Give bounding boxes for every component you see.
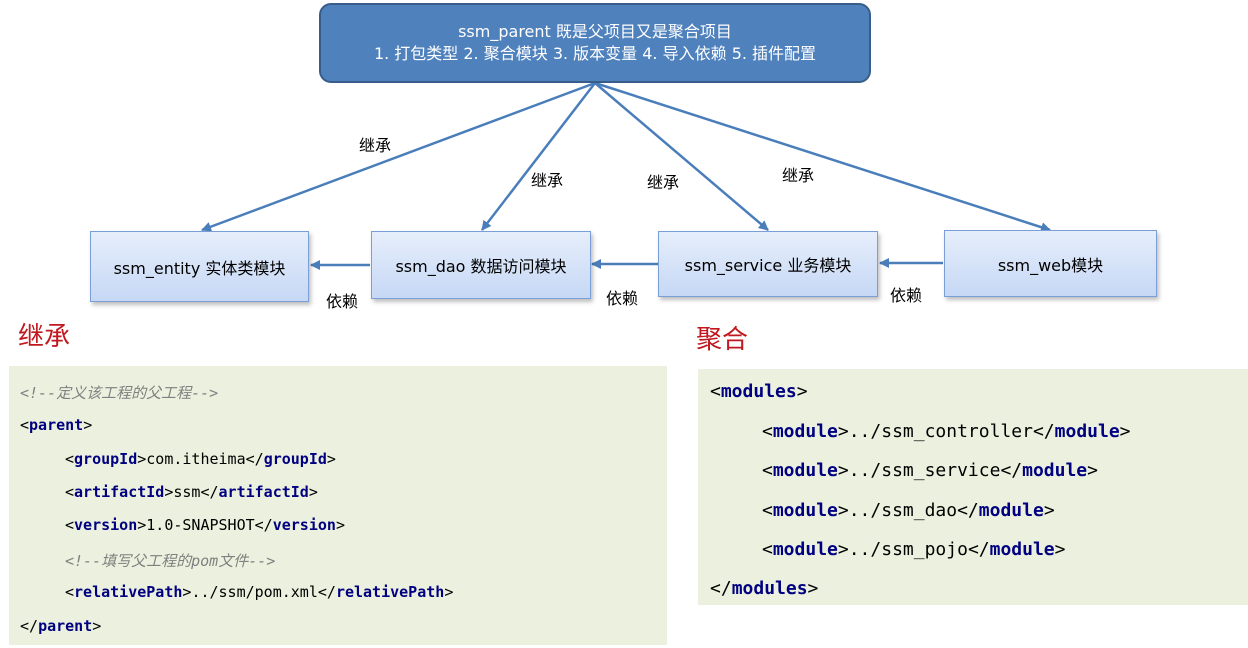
xml-tag: parent xyxy=(38,617,93,635)
xml-tag: groupId xyxy=(74,450,138,468)
xml-tag: parent xyxy=(29,416,84,434)
xml-value: 1.0-SNAPSHOT xyxy=(146,516,255,534)
xml-tag: module xyxy=(1022,460,1088,481)
aggregate-section-title: 聚合 xyxy=(696,325,749,355)
code-line-module: <module>../ssm_controller</module> xyxy=(762,421,1131,442)
xml-tag: modules xyxy=(731,578,808,599)
xml-tag: version xyxy=(74,516,138,534)
inherit-arrow-web xyxy=(594,81,1051,232)
module-box-service: ssm_service 业务模块 xyxy=(658,231,878,297)
xml-value: ../ssm_pojo xyxy=(848,539,968,560)
xml-tag: module xyxy=(772,421,838,442)
module-label-dao: ssm_dao 数据访问模块 xyxy=(395,257,567,276)
code-line-version: <version>1.0-SNAPSHOT</version> xyxy=(65,516,345,534)
code-line-groupid: <groupId>com.itheima</groupId> xyxy=(65,450,336,468)
xml-tag: artifactId xyxy=(74,483,165,501)
code-line-module: <module>../ssm_pojo</module> xyxy=(762,539,1066,560)
edge-label-inherit-entity: 继承 xyxy=(359,136,392,155)
edge-label-depend-dao-entity: 依赖 xyxy=(326,292,359,311)
xml-tag: module xyxy=(1054,421,1120,442)
xml-value: ../ssm_controller xyxy=(848,421,1033,442)
xml-tag: module xyxy=(772,460,838,481)
xml-value: ../ssm/pom.xml xyxy=(191,583,318,601)
xml-value: ../ssm_service xyxy=(848,460,1001,481)
xml-tag: relativePath xyxy=(74,583,183,601)
xml-value: com.itheima xyxy=(146,450,246,468)
code-line-modules-close: </modules> xyxy=(710,578,819,599)
inherit-code-panel: <!--定义该工程的父工程--> <parent> <groupId>com.i… xyxy=(9,366,667,645)
code-line-module: <module>../ssm_service</module> xyxy=(762,460,1098,481)
inherit-arrow-dao xyxy=(481,82,596,231)
inherit-section-title: 继承 xyxy=(18,322,71,352)
edge-label-depend-service-dao: 依赖 xyxy=(606,289,639,308)
module-box-web: ssm_web模块 xyxy=(944,230,1157,297)
xml-tag: version xyxy=(272,516,336,534)
code-line-module: <module>../ssm_dao</module> xyxy=(762,500,1055,521)
parent-project-title: ssm_parent 既是父项目又是聚合项目 xyxy=(458,22,732,41)
module-box-dao: ssm_dao 数据访问模块 xyxy=(371,231,591,299)
code-line-artifactid: <artifactId>ssm</artifactId> xyxy=(65,483,318,501)
parent-project-subtitle: 1. 打包类型 2. 聚合模块 3. 版本变量 4. 导入依赖 5. 插件配置 xyxy=(373,44,817,63)
xml-tag: module xyxy=(772,539,838,560)
parent-project-box: ssm_parent 既是父项目又是聚合项目 1. 打包类型 2. 聚合模块 3… xyxy=(319,3,871,83)
inherit-arrow-service xyxy=(594,82,769,231)
module-label-web: ssm_web模块 xyxy=(997,255,1104,275)
xml-value: ssm xyxy=(173,483,201,501)
code-comment-parent: <!--定义该工程的父工程--> xyxy=(20,384,219,402)
module-box-entity: ssm_entity 实体类模块 xyxy=(90,231,309,302)
xml-value: ../ssm_dao xyxy=(848,500,958,521)
code-line-modules-open: <modules> xyxy=(710,381,808,402)
xml-tag: groupId xyxy=(263,450,327,468)
edge-label-inherit-web: 继承 xyxy=(782,166,815,185)
xml-tag: module xyxy=(989,539,1055,560)
code-line-parent-close: </parent> xyxy=(20,617,102,635)
module-label-entity: ssm_entity 实体类模块 xyxy=(113,258,286,278)
edge-label-depend-web-service: 依赖 xyxy=(890,286,923,305)
edge-label-inherit-dao: 继承 xyxy=(531,171,564,190)
xml-tag: relativePath xyxy=(335,583,445,601)
xml-tag: module xyxy=(978,500,1044,521)
code-line-parent-open: <parent> xyxy=(20,416,93,434)
inherit-arrow-entity xyxy=(201,81,596,232)
xml-tag: modules xyxy=(720,381,797,402)
module-label-service: ssm_service 业务模块 xyxy=(684,256,852,275)
edge-label-inherit-service: 继承 xyxy=(647,173,680,192)
aggregate-code-panel: <modules> <module>../ssm_controller</mod… xyxy=(698,369,1248,605)
xml-tag: artifactId xyxy=(218,483,309,501)
code-comment-pom: <!--填写父工程的pom文件--> xyxy=(65,552,276,570)
xml-tag: module xyxy=(772,500,838,521)
code-line-relativepath: <relativePath>../ssm/pom.xml</relativePa… xyxy=(65,583,454,601)
